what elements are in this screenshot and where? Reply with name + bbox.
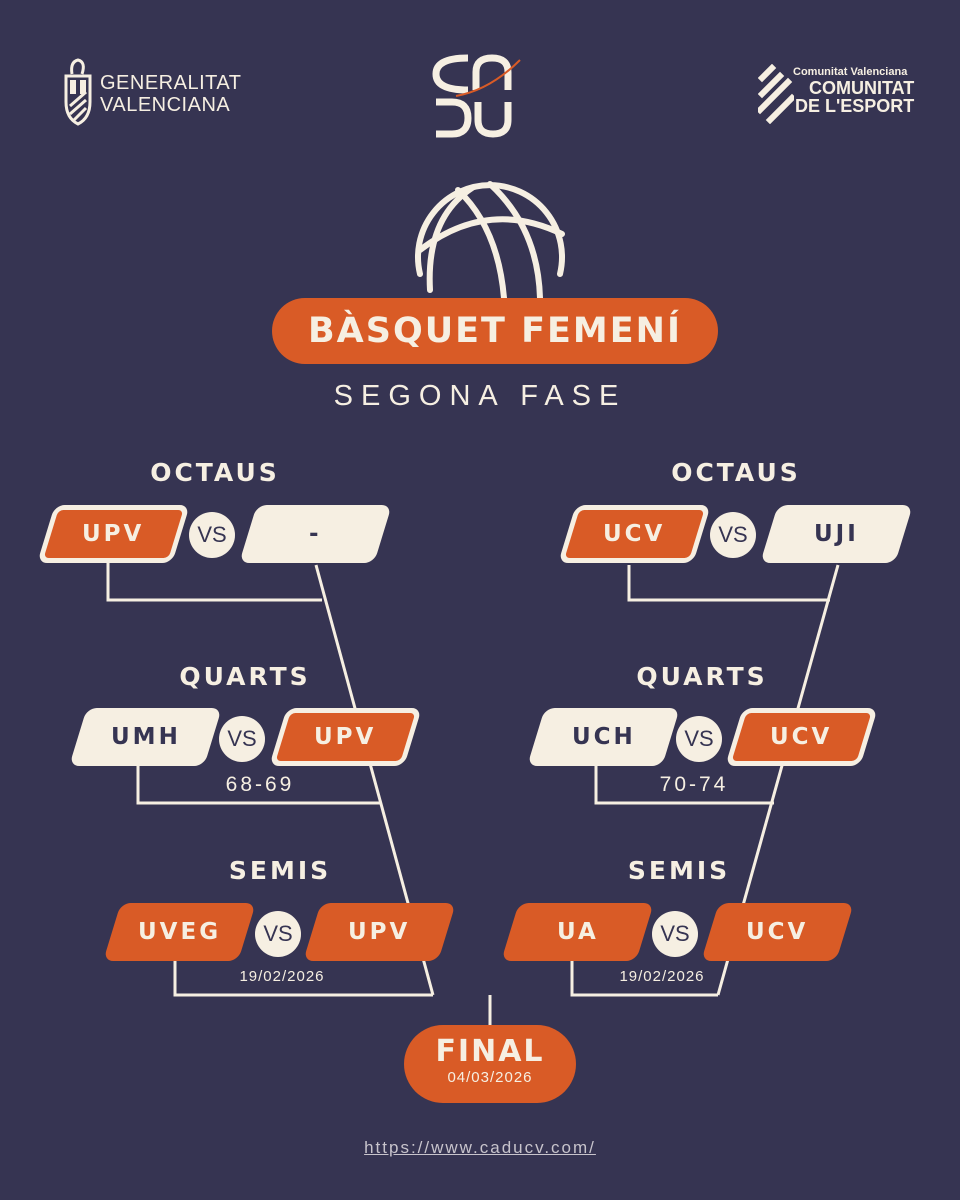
final-label: FINAL — [435, 1034, 545, 1069]
comunitat-esport-small: Comunitat Valenciana — [793, 66, 908, 78]
vs-badge: VS — [676, 716, 722, 762]
round-label-semis-right: SEMIS — [627, 856, 731, 885]
team-ucv-quarts: UCV — [725, 708, 878, 766]
vs-badge: VS — [255, 911, 301, 957]
page-title: BÀSQUET FEMENÍ — [272, 298, 718, 364]
round-label-semis-left: SEMIS — [228, 856, 332, 885]
vs-badge: VS — [710, 512, 756, 558]
date-semis-left: 19/02/2026 — [239, 968, 325, 985]
final-date: 04/03/2026 — [447, 1069, 533, 1086]
website-link[interactable]: https://www.caducv.com/ — [364, 1138, 596, 1157]
team-uveg-semis: UVEG — [103, 903, 256, 961]
vs-badge: VS — [219, 716, 265, 762]
basketball-icon — [415, 181, 565, 301]
final-badge: FINAL 04/03/2026 — [404, 1025, 576, 1103]
generalitat-crest-icon — [64, 58, 92, 126]
team-umh-quarts: UMH — [69, 708, 222, 766]
team-upv-quarts: UPV — [269, 708, 422, 766]
score-quarts-right: 70-74 — [659, 773, 729, 796]
page-subtitle: SEGONA FASE — [333, 380, 627, 412]
team-ua-semis: UA — [501, 903, 654, 961]
date-semis-right: 19/02/2026 — [619, 968, 705, 985]
round-label-quarts-right: QUARTS — [636, 662, 768, 691]
cadu-logo — [432, 54, 521, 138]
generalitat-logo-text: GENERALITAT VALENCIANA — [100, 72, 242, 116]
comunitat-esport-title: COMUNITAT DE L'ESPORT — [795, 78, 915, 116]
team-uch-quarts: UCH — [527, 708, 680, 766]
team-ucv-octaus: UCV — [558, 505, 711, 563]
vs-badge: VS — [652, 911, 698, 957]
team-uji-octaus: UJI — [760, 505, 913, 563]
team-ucv-semis: UCV — [701, 903, 854, 961]
round-label-octaus-right: OCTAUS — [671, 458, 801, 487]
round-label-octaus-left: OCTAUS — [150, 458, 280, 487]
vs-badge: VS — [189, 512, 235, 558]
team-tbd-octaus: - — [239, 505, 392, 563]
team-upv-semis: UPV — [303, 903, 456, 961]
team-upv-octaus: UPV — [37, 505, 190, 563]
round-label-quarts-left: QUARTS — [179, 662, 311, 691]
comunitat-esport-icon — [758, 64, 794, 124]
score-quarts-left: 68-69 — [225, 773, 295, 796]
